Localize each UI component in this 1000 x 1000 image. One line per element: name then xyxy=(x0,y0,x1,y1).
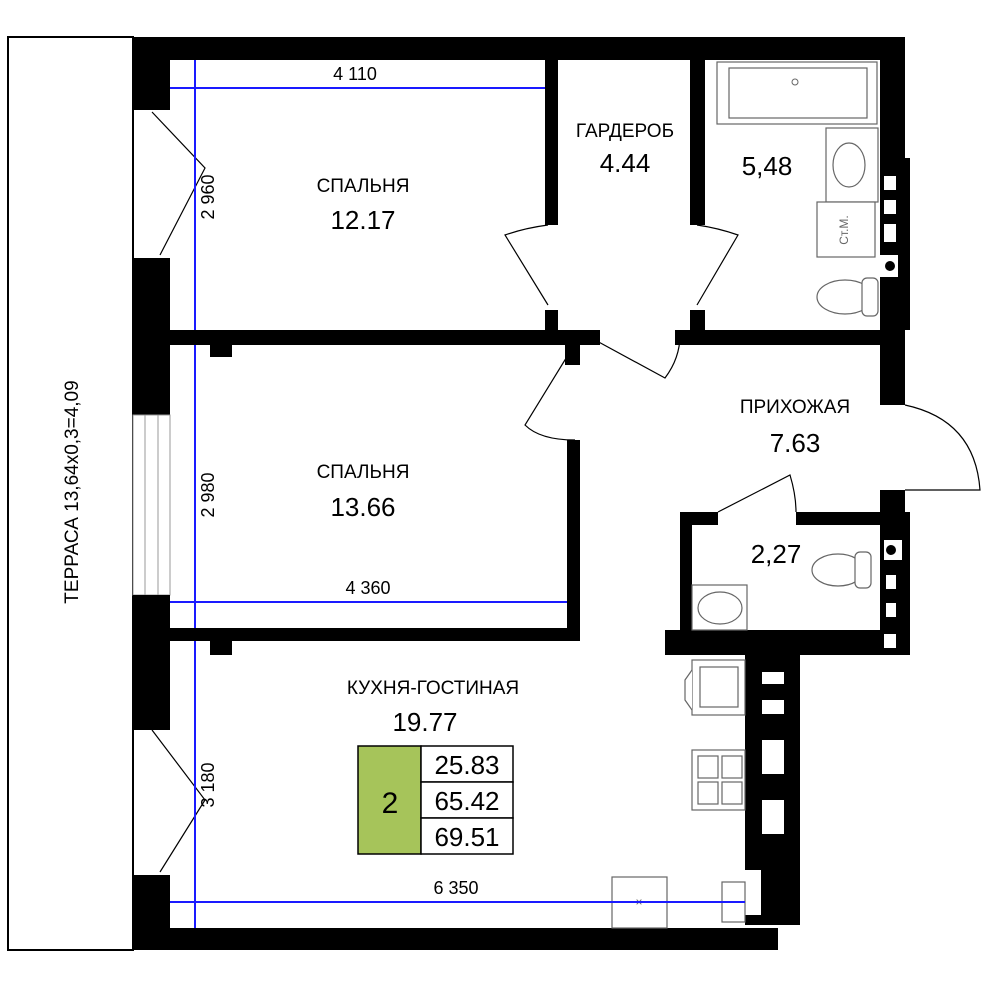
room-area-kitchen-living: 19.77 xyxy=(392,707,457,737)
dim-bedroom2-depth: 2 980 xyxy=(198,472,218,517)
room-name-bedroom-1: СПАЛЬНЯ xyxy=(317,176,410,197)
dimension-lines xyxy=(170,60,745,928)
washbasin xyxy=(825,127,879,203)
wc-toilet xyxy=(811,551,872,589)
kitchen-sink xyxy=(684,659,746,716)
room-area-bathroom: 5,48 xyxy=(742,151,793,181)
living-area: 25.83 xyxy=(434,750,499,780)
dim-bedroom1-width: 4 110 xyxy=(333,64,377,84)
terrace-label: ТЕРРАСА 13,64х0,3=4,09 xyxy=(62,380,83,603)
room-name-hallway: ПРИХОЖАЯ xyxy=(740,397,850,418)
washer-label: Ст.М. xyxy=(837,215,851,245)
dim-kitchen-width: 6 350 xyxy=(433,878,478,898)
walls xyxy=(132,37,910,950)
room-area-bedroom-2: 13.66 xyxy=(330,492,395,522)
room-name-wardrobe: ГАРДЕРОБ xyxy=(576,121,674,142)
room-area-bedroom-1: 12.17 xyxy=(330,205,395,235)
rooms-count: 2 xyxy=(382,787,399,820)
room-name-kitchen-living: КУХНЯ-ГОСТИНАЯ xyxy=(347,678,519,699)
total-area: 65.42 xyxy=(434,786,499,816)
room-name-bedroom-2: СПАЛЬНЯ xyxy=(317,462,410,483)
room-area-wardrobe: 4.44 xyxy=(600,148,651,178)
terrace-outline xyxy=(7,36,134,951)
wc-sink xyxy=(691,584,748,631)
dim-kitchen-depth: 3 180 xyxy=(198,762,218,807)
room-area-wc: 2,27 xyxy=(751,539,802,569)
doors xyxy=(151,111,981,873)
dim-bedroom2-width: 4 360 xyxy=(345,578,390,598)
washing-machine: Ст.М. xyxy=(816,201,876,258)
toilet xyxy=(816,277,879,317)
room-area-hallway: 7.63 xyxy=(770,428,821,458)
total-area-with-terrace: 69.51 xyxy=(434,822,499,852)
bathtub xyxy=(716,61,878,125)
stove xyxy=(691,749,746,811)
dim-bedroom1-depth: 2 960 xyxy=(198,174,218,219)
area-summary-badge: 2 25.83 65.42 69.51 xyxy=(357,745,514,855)
